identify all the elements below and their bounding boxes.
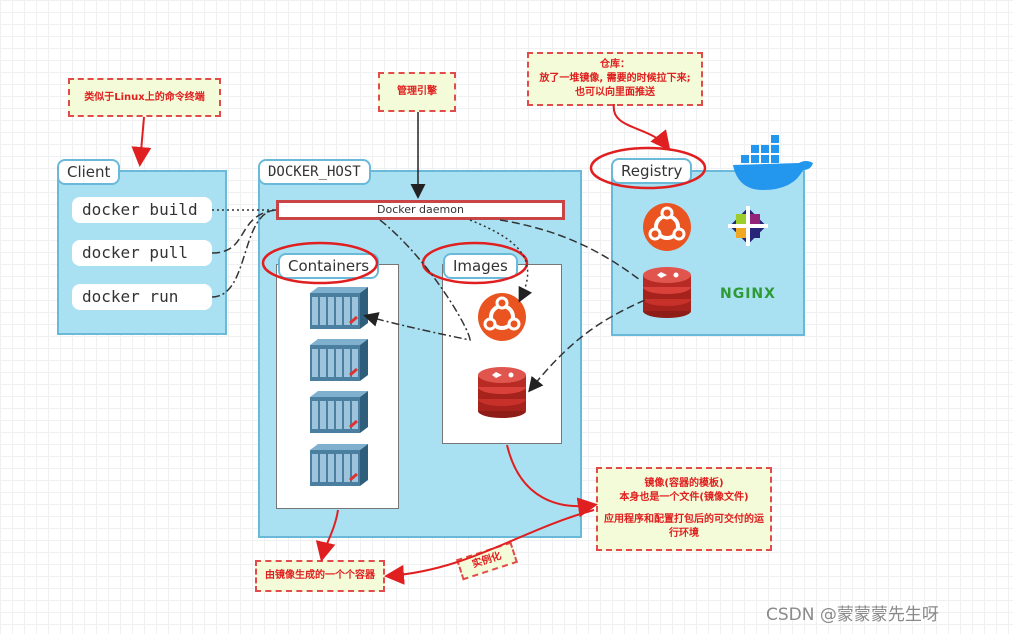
- note-warehouse: 仓库： 放了一堆镜像, 需要的时候拉下来; 也可以向里面推送: [527, 52, 703, 106]
- images-label: Images: [443, 253, 518, 279]
- containers-label: Containers: [278, 253, 380, 279]
- note-warehouse-line-2: 放了一堆镜像, 需要的时候拉下来;: [539, 73, 691, 84]
- note-warehouse-line-1: 仓库：: [600, 59, 630, 70]
- registry-title: Registry: [611, 158, 693, 184]
- note-container-text: 由镜像生成的一个个容器: [265, 570, 375, 581]
- command-docker-build: docker build: [72, 197, 212, 223]
- note-engine: 管理引擎: [378, 72, 456, 112]
- command-docker-run: docker run: [72, 284, 212, 310]
- docker-host-title: DOCKER_HOST: [258, 159, 371, 185]
- images-box: [442, 264, 562, 444]
- note-instantiate-text: 实例化: [470, 550, 503, 571]
- note-image: 镜像(容器的模板) 本身也是一个文件(镜像文件) 应用程序和配置打包后的可交付的…: [596, 467, 772, 551]
- note-image-line-5: 行环境: [669, 528, 699, 539]
- command-docker-pull: docker pull: [72, 240, 212, 266]
- note-image-line-4: 应用程序和配置打包后的可交付的运: [604, 514, 764, 525]
- warehouse-arrow: [612, 103, 671, 152]
- docker-daemon-box: Docker daemon: [276, 200, 565, 220]
- note-terminal: 类似于Linux上的命令终端: [68, 78, 221, 117]
- note-image-line-1: 镜像(容器的模板): [644, 478, 724, 489]
- note-engine-text: 管理引擎: [397, 86, 437, 97]
- nginx-logo: NGINX: [720, 286, 776, 302]
- csdn-watermark: CSDN @蒙蒙蒙先生呀: [766, 605, 939, 625]
- terminal-arrow: [131, 116, 152, 167]
- client-title: Client: [57, 159, 121, 185]
- note-image-line-2: 本身也是一个文件(镜像文件): [619, 492, 749, 503]
- note-terminal-text: 类似于Linux上的命令终端: [84, 91, 205, 103]
- registry-panel: [611, 170, 805, 336]
- note-instantiate: 实例化: [456, 541, 518, 581]
- note-warehouse-line-3: 也可以向里面推送: [575, 87, 655, 98]
- note-container: 由镜像生成的一个个容器: [255, 560, 385, 592]
- containers-box: [276, 264, 399, 509]
